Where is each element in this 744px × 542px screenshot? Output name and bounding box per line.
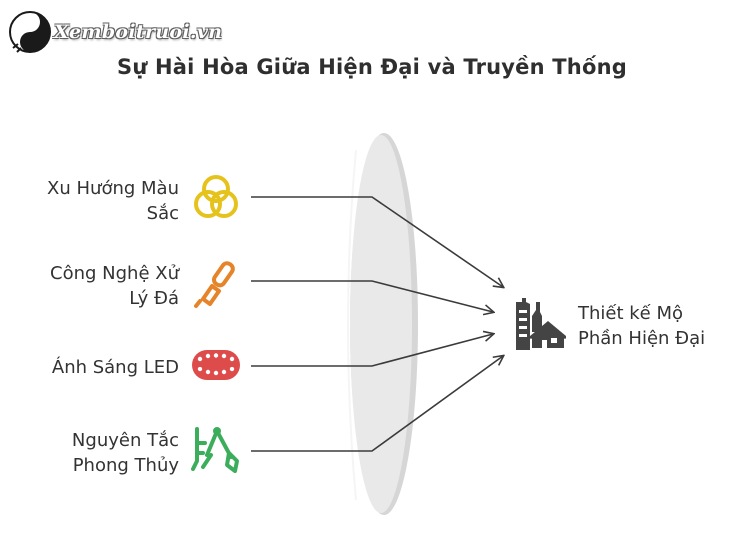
arrow-3 (251, 334, 493, 367)
lens-shape (347, 133, 418, 515)
arrow-1 (251, 196, 503, 287)
building-house-icon (516, 298, 566, 350)
page-title: Sự Hài Hòa Giữa Hiện Đại và Truyền Thống (117, 55, 627, 79)
input-label-led: Ánh Sáng LED (51, 357, 179, 378)
venn-circles-icon (194, 175, 238, 218)
led-strip-icon (192, 350, 240, 380)
logo-text: Xemboitruoi.vn (54, 21, 223, 43)
yin-yang-icon (9, 11, 51, 53)
arrow-4 (251, 356, 503, 452)
compass-tools-icon (191, 427, 239, 473)
chisel-icon (194, 261, 235, 308)
logo: Xemboitruoi.vn (8, 8, 222, 56)
arrow-2 (251, 280, 493, 312)
